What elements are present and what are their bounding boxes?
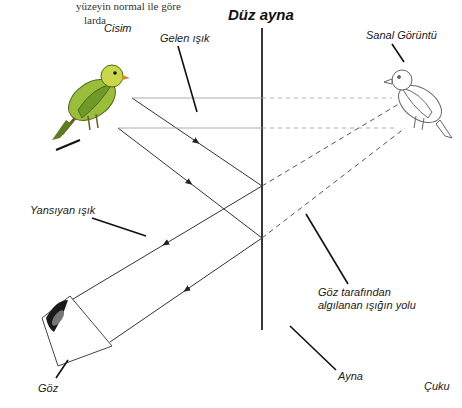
reflected-ray	[110, 238, 262, 342]
text-fragment: Çuku	[424, 380, 450, 393]
part-label: Göz	[38, 382, 58, 395]
text-fragment: larda	[84, 14, 106, 27]
text-fragment: yüzeyin normal ile göre	[76, 0, 181, 13]
incident-ray	[118, 128, 262, 238]
diagram-title: Düz ayna	[228, 6, 294, 24]
eye-symbol	[42, 296, 112, 366]
virtual-bird	[384, 70, 452, 138]
reflected-ray	[68, 186, 262, 302]
part-label: Gelen ışık	[160, 32, 210, 45]
mirror-line	[261, 28, 263, 330]
leader-lines	[56, 44, 404, 378]
part-label: Yansıyan ışık	[30, 204, 95, 217]
part-label: Sanal Görüntü	[366, 29, 437, 42]
guide-line	[118, 128, 262, 129]
virtual-ray	[262, 128, 405, 238]
bird-object	[52, 65, 130, 150]
virtual-ray	[262, 96, 412, 186]
virtual-ray	[262, 98, 392, 99]
virtual-ray	[262, 128, 398, 129]
part-label: Cisim	[104, 22, 132, 35]
part-label: Göz tarafından algılanan ışığın yolu	[318, 286, 426, 312]
part-label: Ayna	[338, 370, 363, 383]
guide-line	[132, 98, 262, 99]
